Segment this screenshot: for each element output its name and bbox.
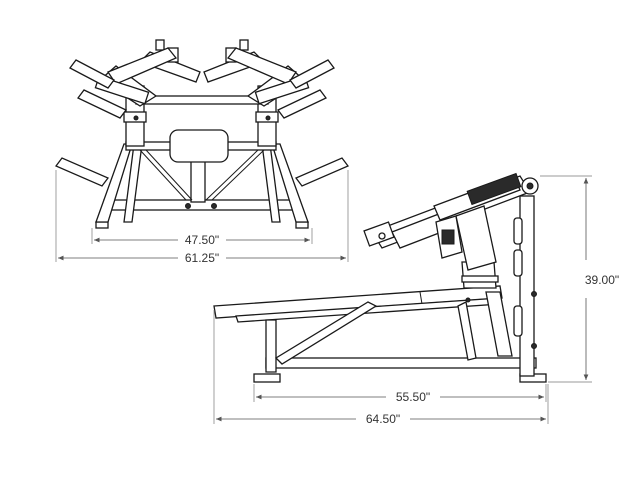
front-view bbox=[54, 39, 350, 229]
front-overall-width-label: 61.25" bbox=[185, 251, 219, 265]
side-height-dimension: 39.00" bbox=[540, 175, 619, 383]
front-overall-width-dimension: 61.25" bbox=[55, 170, 349, 265]
front-inner-width-dimension: 47.50" bbox=[91, 228, 313, 247]
front-inner-width-label: 47.50" bbox=[185, 233, 219, 247]
side-base-length-dimension: 55.50" bbox=[253, 384, 547, 404]
side-overall-length-label: 64.50" bbox=[366, 412, 400, 426]
side-height-label: 39.00" bbox=[585, 273, 619, 287]
side-view bbox=[213, 172, 547, 383]
side-base-length-label: 55.50" bbox=[396, 390, 430, 404]
side-overall-length-dimension: 64.50" bbox=[213, 310, 549, 426]
